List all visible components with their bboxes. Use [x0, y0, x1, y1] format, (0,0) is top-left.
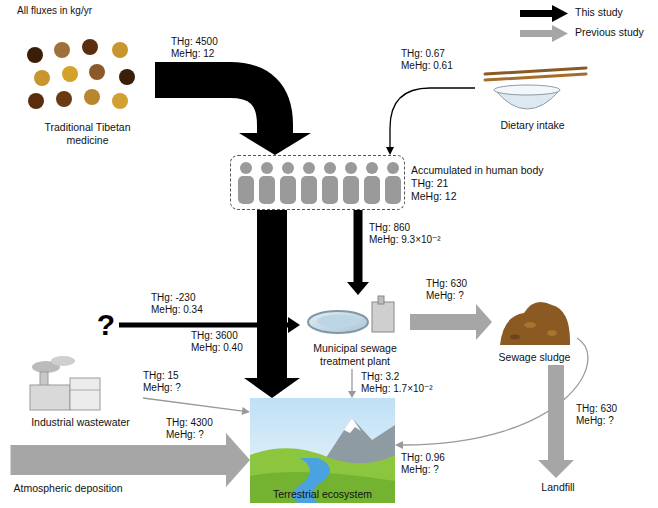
ecosystem-picture: [250, 398, 395, 503]
arrow-shaft: [410, 314, 478, 330]
people-icons: [238, 162, 401, 204]
flux-label: THg: 4500 MeHg: 12: [170, 36, 219, 60]
flux-arrow: [143, 398, 250, 415]
label-anchor: THg: 15 MeHg: ?: [142, 370, 182, 394]
industrial-source: Industrial wastewater: [18, 355, 143, 430]
human-body-box: Accumulated in human bodyTHg: 21MeHg: 12: [230, 155, 405, 210]
label-anchor: THg: 860 MeHg: 9.3×10⁻²: [368, 222, 442, 246]
sludge-icon: [500, 302, 570, 345]
arrowhead: [242, 407, 250, 415]
flux-label: THg: 0.67 MeHg: 0.61: [400, 48, 454, 72]
label-anchor: All fluxes in kg/yr: [16, 5, 93, 17]
flux-label: THg: -230 MeHg: 0.34: [150, 292, 204, 316]
flux-label: THg: 3600 MeHg: 0.40: [190, 330, 244, 354]
legend-arrow: [520, 5, 568, 42]
label-anchor: THg: 0.96 MeHg: ?: [400, 452, 446, 476]
flux-arrow: [538, 365, 574, 478]
node-title: Dietary intake: [480, 119, 585, 132]
node-title: Municipal sewage treatment plant: [309, 342, 401, 367]
node-title: Atmospheric deposition: [11, 482, 150, 495]
node-title: Landfill: [541, 481, 574, 494]
arrowhead: [476, 304, 492, 340]
legend-text: This study: [574, 6, 624, 18]
diet-source: Dietary intake: [475, 55, 590, 133]
flux-arrow: [244, 210, 300, 398]
flux-label: THg: 630 MeHg: ?: [425, 278, 468, 302]
legend-text: Previous study: [574, 26, 645, 38]
flux-label: THg: 0.96 MeHg: ?: [400, 452, 446, 476]
flux-label: THg: 4300 MeHg: ?: [165, 417, 214, 441]
bowl-icon: [485, 68, 586, 109]
node-title: ?: [97, 308, 115, 342]
flux-label: THg: 3.2 MeHg: 1.7×10⁻²: [360, 371, 434, 395]
arrow-shaft: [119, 323, 289, 328]
treatment-plant: Municipal sewage treatment plant: [300, 295, 410, 369]
arrowhead: [348, 391, 356, 398]
flux-label: THg: 15 MeHg: ?: [142, 370, 182, 394]
arrow-shaft: [390, 88, 475, 148]
flux-arrow: [347, 210, 369, 295]
arrowhead: [395, 441, 403, 449]
label-anchor: THg: 3.2 MeHg: 1.7×10⁻²: [360, 371, 434, 395]
label-anchor: THg: 3600 MeHg: 0.40: [190, 330, 244, 354]
node-title: Industrial wastewater: [21, 416, 141, 429]
node-title: Traditional Tibetan medicine: [28, 121, 148, 146]
flux-label: THg: 630 MeHg: ?: [575, 403, 618, 427]
landfill-node: Landfill: [533, 478, 583, 496]
node-title: Terrestrial ecosystem: [253, 488, 393, 501]
arrow-shaft: [155, 80, 275, 135]
atmosphere-source: Atmospheric deposition: [11, 440, 154, 496]
unknown-source: ?: [93, 305, 119, 345]
ecosystem-node: Terrestrial ecosystem: [250, 398, 395, 503]
node-value: THg: 21: [411, 177, 584, 190]
note-text: All fluxes in kg/yr: [16, 5, 93, 17]
node-title: Accumulated in human body: [411, 164, 584, 177]
flux-arrow: [155, 80, 311, 155]
flux-arrow: [410, 304, 492, 340]
node-value: MeHg: 12: [411, 190, 584, 203]
arrowhead: [386, 147, 394, 155]
sludge-node: Sewage sludge: [492, 290, 577, 365]
arrowhead: [347, 282, 369, 295]
label-anchor: THg: 4300 MeHg: ?: [165, 417, 214, 441]
label-anchor: THg: -230 MeHg: 0.34: [150, 292, 204, 316]
medicine-source: Traditional Tibetan medicine: [20, 38, 155, 148]
node-title: Sewage sludge: [495, 351, 575, 364]
arrow-shaft: [354, 210, 363, 283]
legend-entry: Previous study: [574, 26, 645, 38]
flux-label: THg: 860 MeHg: 9.3×10⁻²: [368, 222, 442, 246]
legend-entry: This study: [574, 6, 624, 18]
label-anchor: THg: 630 MeHg: ?: [425, 278, 468, 302]
label-anchor: THg: 4500 MeHg: 12: [170, 36, 219, 60]
factory-icon: [30, 356, 100, 410]
arrow-shaft: [11, 445, 229, 475]
flux-arrow: [386, 88, 475, 155]
label-anchor: THg: 630 MeHg: ?: [575, 403, 618, 427]
pills-icon: [27, 39, 135, 109]
arrow-shaft: [548, 365, 564, 462]
arrowhead: [239, 133, 311, 155]
arrowhead: [244, 378, 300, 398]
arrowhead: [538, 460, 574, 478]
arrowhead: [226, 433, 250, 487]
flux-arrow: [348, 369, 356, 398]
label-anchor: THg: 0.67 MeHg: 0.61: [400, 48, 454, 72]
arrowhead: [288, 317, 300, 333]
arrow-shaft: [143, 398, 243, 411]
flux-arrow: [11, 433, 251, 487]
arrow-shaft: [351, 369, 352, 392]
arrow-shaft: [257, 210, 287, 380]
treatment-plant-icon: [308, 296, 394, 333]
